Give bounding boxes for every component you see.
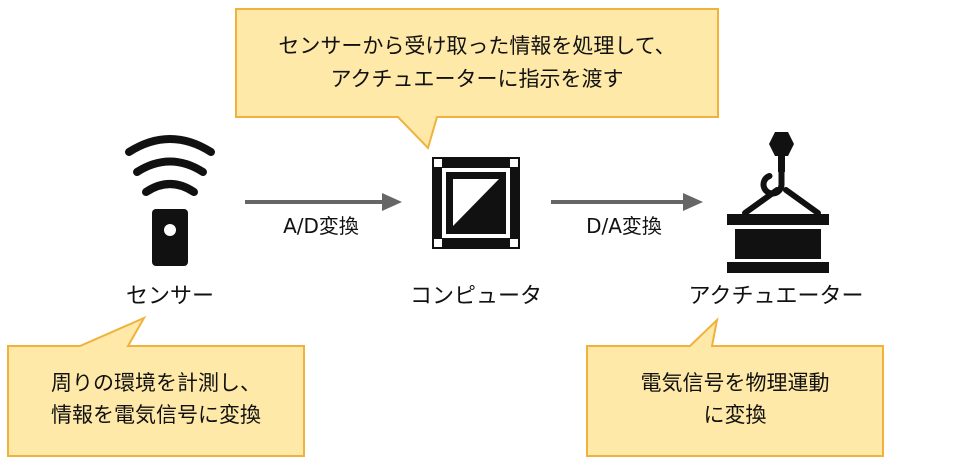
arrow-da-label: D/A変換	[586, 214, 662, 238]
callout-right-line1: 電気信号を物理運動	[641, 371, 830, 395]
cpu-chip-icon	[432, 157, 520, 249]
callout-left-line1: 周りの環境を計測し、	[51, 371, 261, 395]
callout-left-shape	[7, 315, 305, 457]
arrow-ad	[245, 193, 402, 211]
sensor-label: センサー	[126, 284, 214, 309]
callout-top-line1: センサーから受け取った情報を処理して、	[278, 34, 675, 58]
callout-left: 周りの環境を計測し、 情報を電気信号に変換	[7, 315, 305, 457]
callout-top: センサーから受け取った情報を処理して、 アクチュエーターに指示を渡す	[235, 8, 719, 150]
callout-left-line2: 情報を電気信号に変換	[51, 403, 261, 427]
callout-top-line2: アクチュエーターに指示を渡す	[331, 67, 624, 91]
computer-label: コンピュータ	[410, 284, 542, 309]
arrow-da	[551, 193, 703, 211]
callout-right-line2: に変換	[704, 403, 767, 427]
actuator-label: アクチュエーター	[689, 284, 864, 309]
callout-right: 電気信号を物理運動 に変換	[586, 317, 884, 457]
crane-hook-load-icon	[727, 132, 829, 273]
wireless-sensor-icon	[125, 135, 215, 266]
arrow-ad-label: A/D変換	[283, 214, 359, 238]
callout-right-shape	[586, 317, 884, 457]
callout-top-shape	[235, 8, 719, 150]
